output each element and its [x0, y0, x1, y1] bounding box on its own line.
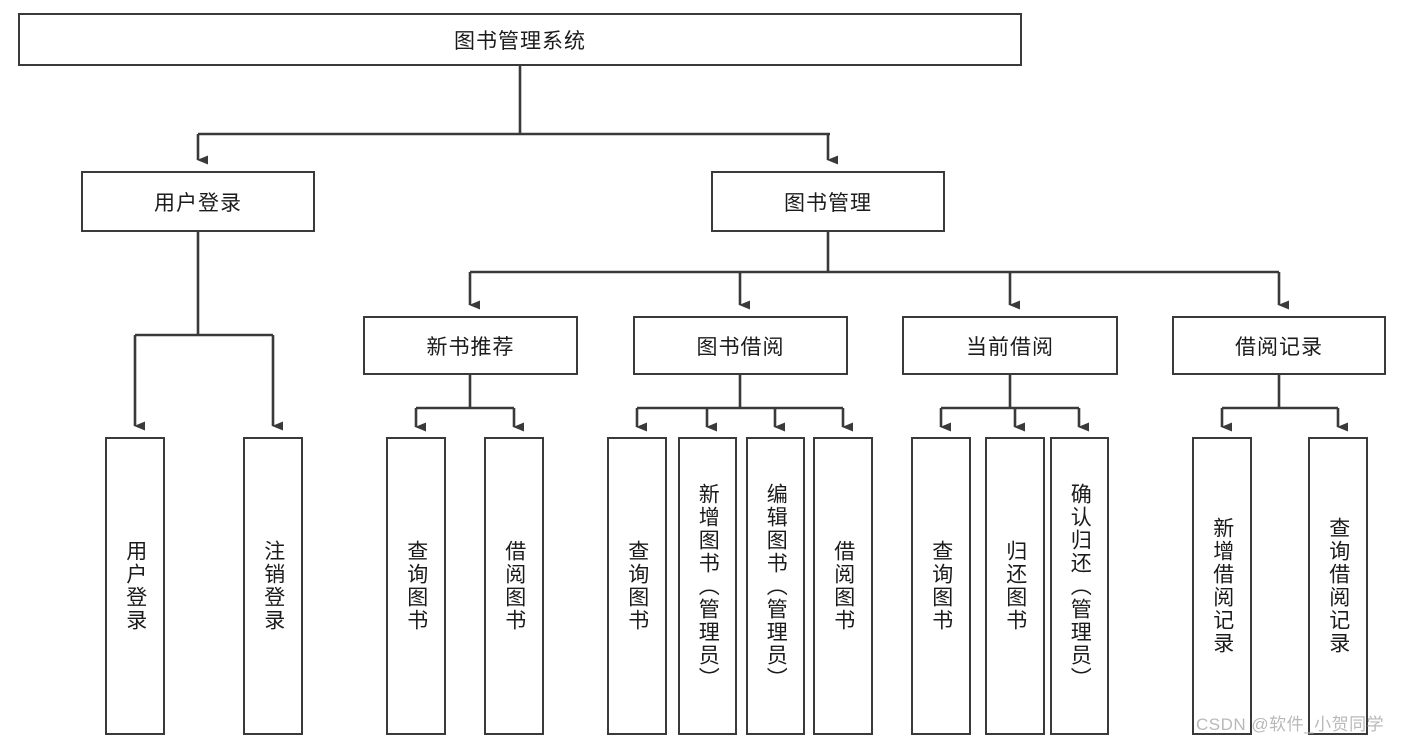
- node-leaf-query-book-current[interactable]: 查询图书: [911, 437, 971, 735]
- node-leaf-query-book-recommend-label: 查询图书: [404, 540, 428, 632]
- node-leaf-borrow-book-recommend[interactable]: 借阅图书: [484, 437, 544, 735]
- node-leaf-add-borrow-record-label: 新增借阅记录: [1210, 517, 1234, 655]
- node-leaf-query-book-recommend[interactable]: 查询图书: [386, 437, 446, 735]
- node-leaf-user-login[interactable]: 用户登录: [105, 437, 165, 735]
- node-leaf-query-book-borrow-label: 查询图书: [625, 540, 649, 632]
- node-leaf-user-login-label: 用户登录: [123, 540, 147, 632]
- node-leaf-add-book-admin-label: 新增图书（管理员）: [696, 482, 720, 690]
- node-leaf-add-borrow-record[interactable]: 新增借阅记录: [1192, 437, 1252, 735]
- node-book-borrow[interactable]: 图书借阅: [633, 316, 848, 375]
- node-borrow-record[interactable]: 借阅记录: [1172, 316, 1386, 375]
- node-root-label: 图书管理系统: [454, 29, 586, 53]
- node-current-borrow-label: 当前借阅: [966, 335, 1054, 359]
- node-leaf-add-book-admin[interactable]: 新增图书（管理员）: [678, 437, 737, 735]
- node-leaf-borrow-book-recommend-label: 借阅图书: [502, 540, 526, 632]
- node-user-login[interactable]: 用户登录: [81, 171, 315, 232]
- node-new-book-recommend-label: 新书推荐: [426, 335, 515, 359]
- node-borrow-record-label: 借阅记录: [1235, 335, 1323, 359]
- node-root[interactable]: 图书管理系统: [18, 13, 1022, 66]
- node-leaf-confirm-return-admin[interactable]: 确认归还（管理员）: [1050, 437, 1109, 735]
- node-leaf-confirm-return-admin-label: 确认归还（管理员）: [1068, 482, 1092, 690]
- node-book-manage-label: 图书管理: [784, 191, 872, 215]
- node-leaf-query-book-current-label: 查询图书: [929, 540, 953, 632]
- node-leaf-borrow-book[interactable]: 借阅图书: [813, 437, 873, 735]
- node-leaf-query-borrow-record[interactable]: 查询借阅记录: [1308, 437, 1368, 735]
- csdn-watermark: CSDN @软件_小贺同学: [1196, 715, 1385, 734]
- node-leaf-borrow-book-label: 借阅图书: [831, 540, 855, 632]
- node-leaf-query-borrow-record-label: 查询借阅记录: [1326, 517, 1350, 655]
- node-user-login-label: 用户登录: [154, 191, 242, 215]
- node-leaf-edit-book-admin-label: 编辑图书（管理员）: [764, 482, 788, 690]
- node-leaf-return-book-label: 归还图书: [1003, 540, 1027, 632]
- node-current-borrow[interactable]: 当前借阅: [902, 316, 1118, 375]
- node-leaf-logout[interactable]: 注销登录: [243, 437, 303, 735]
- node-new-book-recommend[interactable]: 新书推荐: [363, 316, 578, 375]
- node-book-manage[interactable]: 图书管理: [711, 171, 945, 232]
- node-leaf-logout-label: 注销登录: [261, 540, 285, 632]
- node-leaf-return-book[interactable]: 归还图书: [985, 437, 1045, 735]
- node-book-borrow-label: 图书借阅: [696, 335, 785, 359]
- node-leaf-query-book-borrow[interactable]: 查询图书: [607, 437, 667, 735]
- node-leaf-edit-book-admin[interactable]: 编辑图书（管理员）: [746, 437, 805, 735]
